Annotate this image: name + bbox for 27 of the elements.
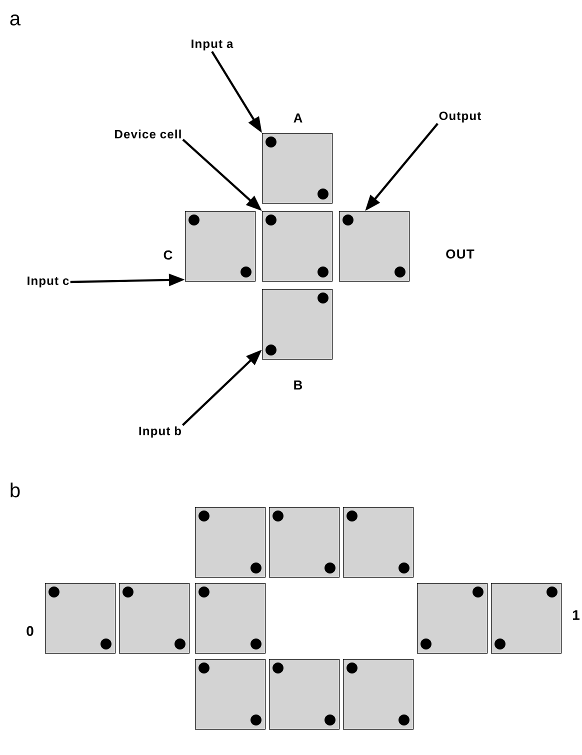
device-cell	[45, 583, 116, 654]
device-cell	[119, 583, 190, 654]
device-cell	[343, 507, 414, 578]
device-cell	[262, 289, 333, 360]
device-cell	[339, 211, 410, 282]
panel-label: a	[10, 14, 21, 26]
device-cell	[417, 583, 488, 654]
device-cell	[185, 211, 256, 282]
device-cell	[262, 211, 333, 282]
cell-label: OUT	[446, 249, 474, 259]
device-cell	[195, 583, 266, 654]
input-label: Input a	[192, 40, 234, 50]
input-label: Input b	[139, 426, 181, 438]
device-cell	[491, 583, 562, 654]
device-cell	[195, 659, 266, 730]
input-label: Device cell	[115, 130, 181, 138]
device-cell	[262, 133, 333, 204]
input-label: Output	[439, 112, 481, 122]
panel-label: b	[10, 482, 20, 498]
cell-label: C	[164, 250, 172, 260]
cell-label: B	[294, 380, 302, 390]
device-cell	[269, 659, 340, 730]
device-cell	[269, 507, 340, 578]
input-label: Input c	[28, 276, 69, 288]
device-cell	[343, 659, 414, 730]
device-cell	[195, 507, 266, 578]
cell-label: A	[294, 114, 302, 122]
